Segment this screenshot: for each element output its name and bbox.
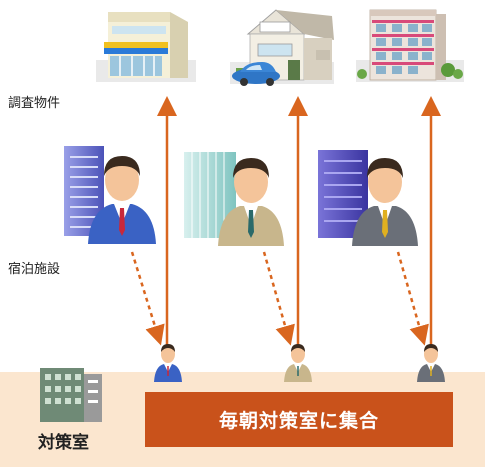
house-with-car-icon — [230, 9, 334, 86]
headquarters-label: 対策室 — [38, 433, 89, 453]
gather-every-morning-box: 毎朝対策室に集合 — [145, 392, 453, 447]
businessman-blue-suit-icon — [88, 156, 156, 244]
businessman-gray-suit-icon — [417, 344, 445, 382]
lodging-label: 宿泊施設 — [8, 262, 61, 277]
businessman-blue-suit-icon — [154, 344, 182, 382]
hotel-building-icon — [318, 150, 368, 238]
arrows-to-properties — [157, 96, 441, 346]
office-building-icon — [40, 368, 102, 422]
businessman-tan-suit-icon — [284, 344, 312, 382]
arrows-to-headquarters — [130, 251, 429, 346]
property-label: 調査物件 — [8, 96, 61, 111]
businessman-tan-suit-icon — [218, 158, 284, 246]
shop-building-icon — [96, 12, 196, 82]
businessman-gray-suit-icon — [352, 158, 418, 246]
apartment-building-icon — [356, 9, 464, 82]
